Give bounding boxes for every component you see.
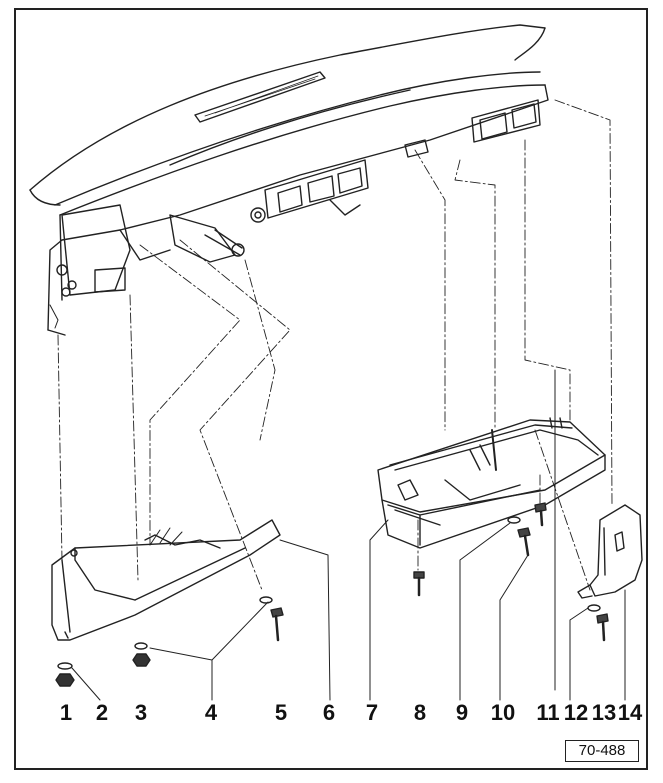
- callout-5: 5: [274, 700, 288, 725]
- left-lower-trim-panel: [51, 519, 281, 641]
- callout-14: 14: [617, 700, 643, 725]
- callout-12: 12: [563, 700, 589, 725]
- callout-9: 9: [455, 700, 469, 725]
- callout-4: 4: [204, 700, 218, 725]
- fasteners-right: [413, 502, 609, 642]
- callout-13: 13: [591, 700, 617, 725]
- callout-11: 11: [536, 700, 560, 725]
- callout-8: 8: [413, 700, 427, 725]
- alignment-lines: [57, 99, 613, 591]
- callout-10: 10: [490, 700, 516, 725]
- callout-leaders: [71, 369, 626, 701]
- callout-6: 6: [322, 700, 336, 725]
- figure-reference-label: 70-488: [565, 740, 639, 762]
- diagram-frame: [14, 8, 648, 770]
- callout-1: 1: [59, 700, 73, 725]
- dashboard-assembly: [29, 24, 549, 336]
- glovebox-assembly: [377, 417, 606, 549]
- callout-2: 2: [95, 700, 109, 725]
- fasteners-left: [55, 596, 284, 687]
- callout-3: 3: [134, 700, 148, 725]
- right-side-trim-panel: [577, 504, 643, 599]
- callout-7: 7: [365, 700, 379, 725]
